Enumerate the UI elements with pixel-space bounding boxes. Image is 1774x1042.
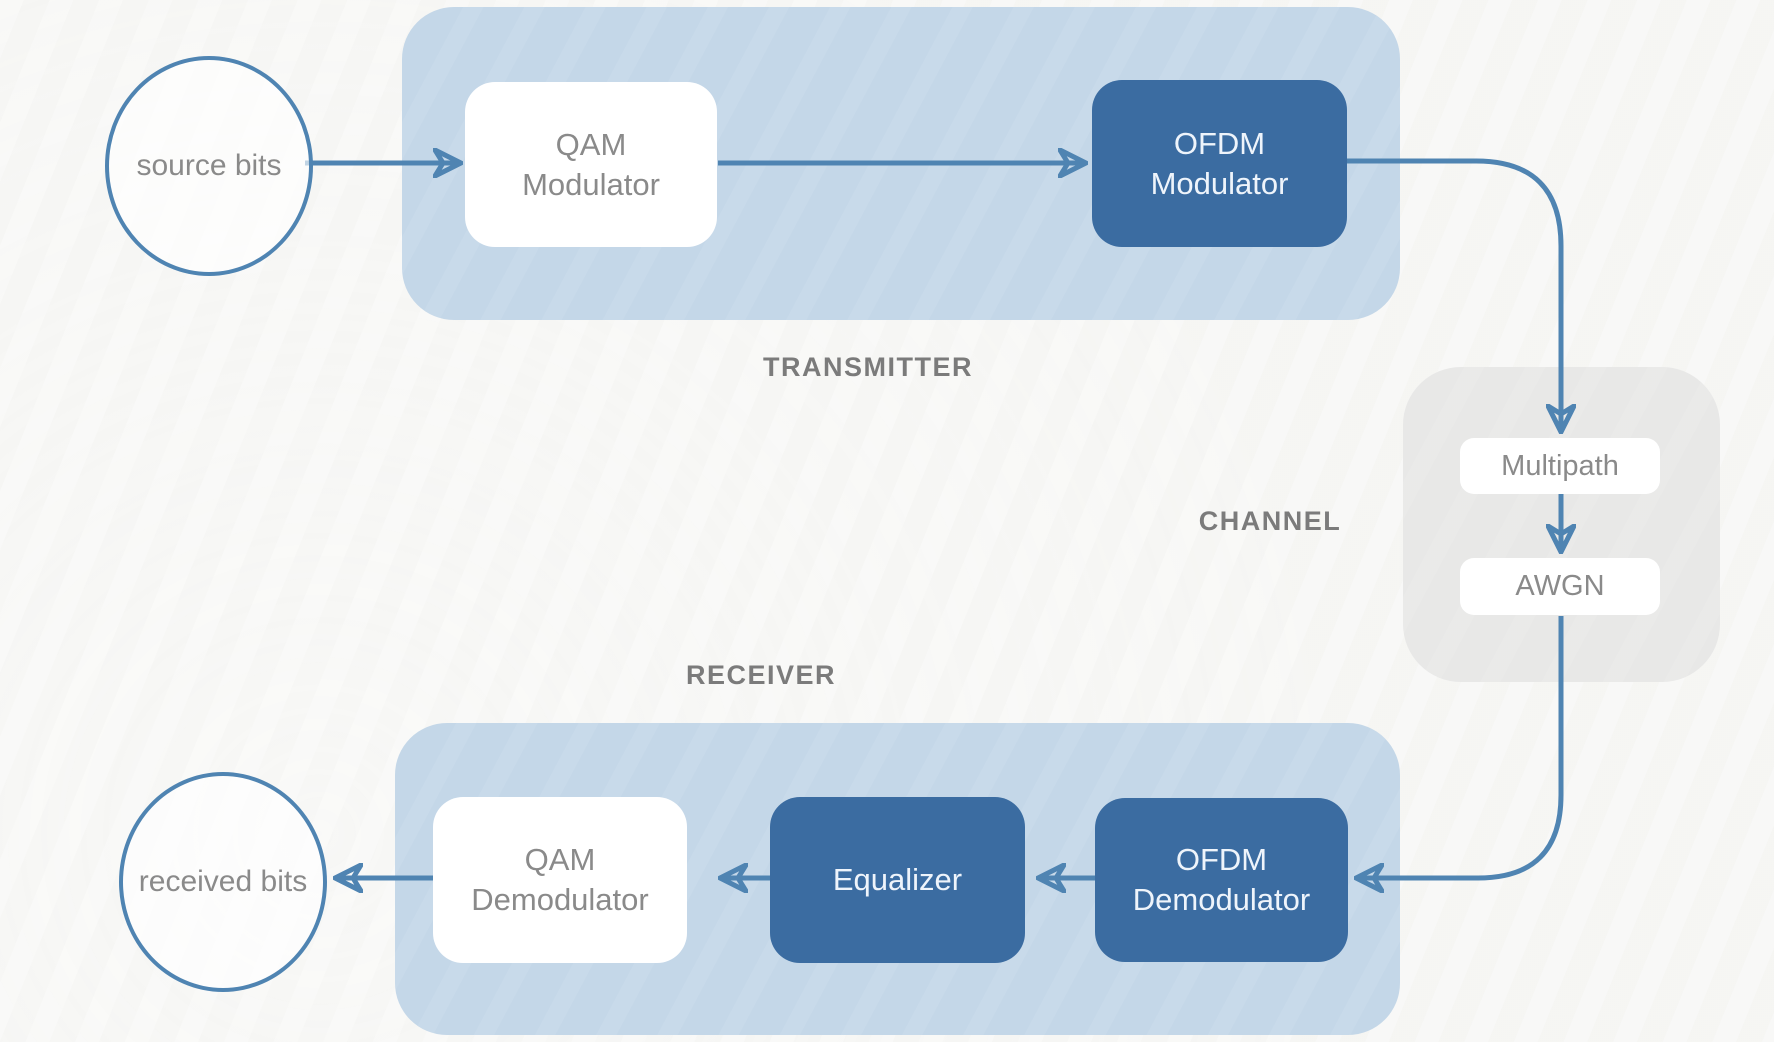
- awgn-label: AWGN: [1515, 570, 1605, 602]
- transmitter-section-label: TRANSMITTER: [763, 352, 973, 382]
- qam-demodulator-label: QAM Demodulator: [471, 842, 649, 917]
- receiver-section-label: RECEIVER: [685, 660, 837, 690]
- qam-modulator-label: QAM Modulator: [522, 126, 660, 202]
- source-bits-label: source bits: [136, 149, 282, 182]
- ofdm-demodulator-block: OFDM Demodulator: [1095, 798, 1348, 962]
- channel-section-label: CHANNEL: [1198, 506, 1342, 536]
- multipath-label: Multipath: [1501, 449, 1619, 482]
- source-bits-terminal: source bits: [105, 56, 313, 276]
- received-bits-label: received bits: [138, 865, 308, 898]
- qam-demodulator-block: QAM Demodulator: [433, 797, 687, 963]
- awgn-block: AWGN: [1460, 558, 1660, 615]
- ofdm-modulator-label: OFDM Modulator: [1150, 125, 1289, 201]
- multipath-block: Multipath: [1460, 438, 1660, 494]
- equalizer-label: Equalizer: [832, 862, 963, 898]
- equalizer-block: Equalizer: [770, 797, 1025, 963]
- qam-modulator-block: QAM Modulator: [465, 82, 717, 247]
- received-bits-terminal: received bits: [119, 772, 327, 992]
- channel-container: [1403, 367, 1720, 682]
- ofdm-modulator-block: OFDM Modulator: [1092, 80, 1347, 247]
- ofdm-demodulator-label: OFDM Demodulator: [1132, 842, 1311, 917]
